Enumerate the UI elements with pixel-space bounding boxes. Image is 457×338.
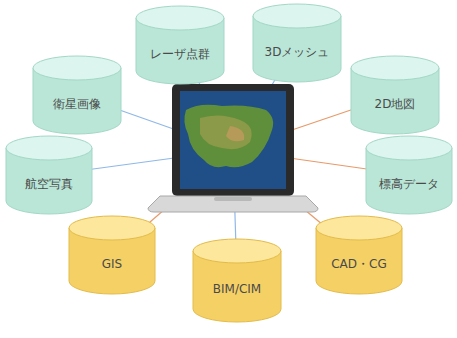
database-cylinder: 航空写真	[5, 135, 93, 215]
laptop-base	[148, 196, 318, 212]
map-land	[200, 115, 252, 149]
cylinder-shape	[5, 135, 93, 215]
database-cylinder: BIM/CIM	[192, 238, 282, 323]
map-land	[226, 126, 244, 141]
cylinder-label: 標高データ	[379, 177, 439, 191]
cylinder-shape	[252, 3, 342, 83]
laptop-lid	[172, 84, 294, 196]
database-cylinder: GIS	[68, 215, 156, 295]
cylinder-shape	[192, 238, 282, 323]
cylinder-label: GIS	[102, 257, 122, 271]
cylinder-label: レーザ点群	[150, 47, 210, 61]
cylinder-label: 航空写真	[25, 177, 73, 191]
cylinder-label: 2D地図	[375, 97, 416, 111]
cylinder-label: 3Dメッシュ	[265, 45, 330, 59]
cylinder-shape	[350, 55, 440, 135]
laptop-notch	[214, 197, 252, 201]
cylinder-shape	[135, 5, 225, 85]
database-cylinder: CAD・CG	[315, 215, 403, 295]
cylinder-label: CAD・CG	[331, 257, 387, 271]
cylinder-shape	[315, 215, 403, 295]
map-land	[184, 105, 273, 168]
database-cylinder: レーザ点群	[135, 5, 225, 85]
database-cylinder: 衛星画像	[32, 55, 122, 135]
cylinder-label: BIM/CIM	[213, 282, 261, 296]
database-cylinder: 3Dメッシュ	[252, 3, 342, 83]
database-cylinder: 標高データ	[365, 135, 453, 215]
cylinder-shape	[68, 215, 156, 295]
cylinder-shape	[32, 55, 122, 135]
database-cylinder: 2D地図	[350, 55, 440, 135]
cylinder-label: 衛星画像	[53, 97, 101, 111]
cylinder-shape	[365, 135, 453, 215]
laptop-screen	[180, 91, 286, 189]
